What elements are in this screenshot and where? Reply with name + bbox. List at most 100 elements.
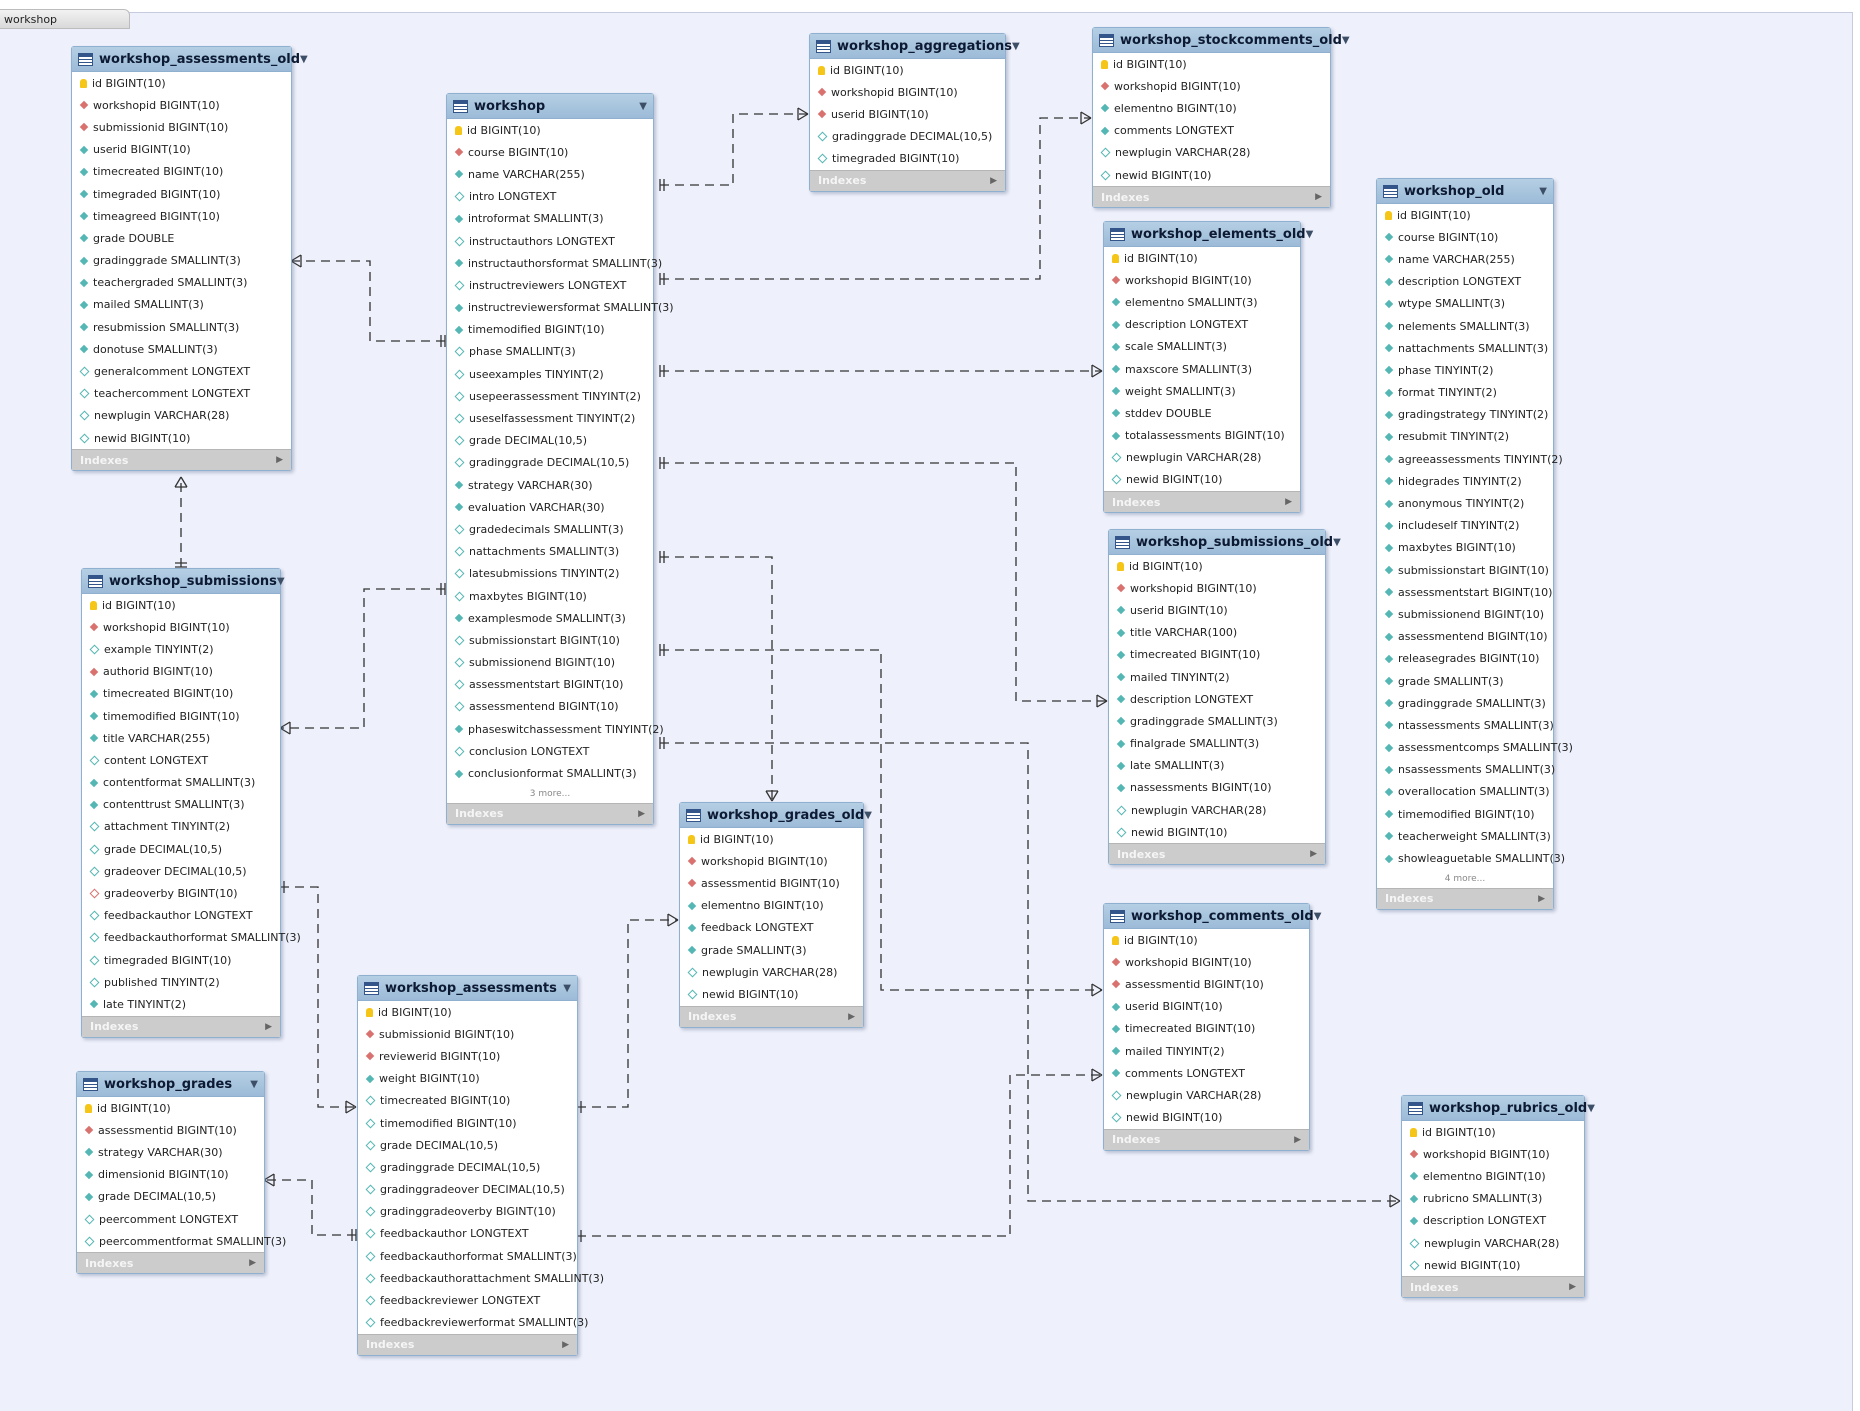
column-row[interactable]: newid BIGINT(10) <box>1104 1107 1309 1129</box>
column-row[interactable]: newplugin VARCHAR(28) <box>1402 1232 1584 1254</box>
table-workshop_assessments_old[interactable]: workshop_assessments_old▼id BIGINT(10)wo… <box>71 46 308 472</box>
column-row[interactable]: timemodified BIGINT(10) <box>82 705 280 727</box>
column-row[interactable]: maxscore SMALLINT(3) <box>1104 358 1300 380</box>
collapse-caret-icon[interactable]: ▼ <box>563 982 571 994</box>
column-row[interactable]: submissionstart BIGINT(10) <box>1377 559 1553 581</box>
column-row[interactable]: nattachments SMALLINT(3) <box>1377 337 1553 359</box>
column-row[interactable]: submissionstart BIGINT(10) <box>447 629 653 651</box>
collapse-caret-icon[interactable]: ▼ <box>250 1078 258 1090</box>
collapse-caret-icon[interactable]: ▼ <box>300 53 308 65</box>
column-row[interactable]: overallocation SMALLINT(3) <box>1377 781 1553 803</box>
table-workshop_comments_old[interactable]: workshop_comments_old▼id BIGINT(10)works… <box>1103 903 1321 1151</box>
column-row[interactable]: assessmentid BIGINT(10) <box>680 872 863 894</box>
column-row[interactable]: conclusion LONGTEXT <box>447 740 653 762</box>
column-row[interactable]: elementno BIGINT(10) <box>680 895 863 917</box>
column-row[interactable]: elementno BIGINT(10) <box>1093 97 1330 119</box>
collapse-caret-icon[interactable]: ▼ <box>639 100 647 112</box>
column-row[interactable]: timemodified BIGINT(10) <box>1377 803 1553 825</box>
table-header[interactable]: workshop_stockcomments_old▼ <box>1093 28 1350 53</box>
column-row[interactable]: generalcomment LONGTEXT <box>72 360 291 382</box>
column-row[interactable]: workshopid BIGINT(10) <box>82 616 280 638</box>
collapse-caret-icon[interactable]: ▼ <box>1539 185 1547 197</box>
more-columns-label[interactable]: 4 more... <box>1444 873 1486 884</box>
collapse-caret-icon[interactable]: ▼ <box>1341 34 1350 46</box>
column-row[interactable]: assessmentend BIGINT(10) <box>1377 626 1553 648</box>
column-row[interactable]: timecreated BIGINT(10) <box>1104 1018 1309 1040</box>
column-row[interactable]: id BIGINT(10) <box>1402 1121 1584 1143</box>
column-row[interactable]: assessmentid BIGINT(10) <box>77 1119 264 1141</box>
collapse-caret-icon[interactable]: ▼ <box>1012 40 1020 52</box>
expand-arrow-icon[interactable]: ▶ <box>1310 849 1317 860</box>
expand-arrow-icon[interactable]: ▶ <box>1294 1134 1301 1145</box>
table-workshop_aggregations[interactable]: workshop_aggregations▼id BIGINT(10)works… <box>809 33 1020 192</box>
column-row[interactable]: gradedecimals SMALLINT(3) <box>447 518 653 540</box>
column-row[interactable]: feedbackreviewer LONGTEXT <box>358 1289 577 1311</box>
collapse-caret-icon[interactable]: ▼ <box>276 575 285 587</box>
indexes-section[interactable]: Indexes▶ <box>72 449 291 471</box>
column-row[interactable]: instructreviewersformat SMALLINT(3) <box>447 297 674 319</box>
table-header[interactable]: workshop_elements_old▼ <box>1104 222 1313 247</box>
column-row[interactable]: teachergraded SMALLINT(3) <box>72 272 291 294</box>
column-row[interactable]: timegraded BIGINT(10) <box>82 949 280 971</box>
column-row[interactable]: workshopid BIGINT(10) <box>72 94 291 116</box>
column-row[interactable]: useexamples TINYINT(2) <box>447 363 653 385</box>
column-row[interactable]: gradingstrategy TINYINT(2) <box>1377 404 1553 426</box>
column-row[interactable]: published TINYINT(2) <box>82 971 280 993</box>
column-row[interactable]: newid BIGINT(10) <box>1093 164 1330 186</box>
column-row[interactable]: course BIGINT(10) <box>1377 226 1553 248</box>
column-row[interactable]: assessmentcomps SMALLINT(3) <box>1377 737 1573 759</box>
column-row[interactable]: submissionend BIGINT(10) <box>447 652 653 674</box>
column-row[interactable]: peercomment LONGTEXT <box>77 1208 264 1230</box>
column-row[interactable]: timegraded BIGINT(10) <box>72 183 291 205</box>
collapse-caret-icon[interactable]: ▼ <box>864 809 872 821</box>
column-row[interactable]: timemodified BIGINT(10) <box>447 319 653 341</box>
collapse-caret-icon[interactable]: ▼ <box>1305 228 1314 240</box>
column-row[interactable]: feedbackauthorattachment SMALLINT(3) <box>358 1267 604 1289</box>
column-row[interactable]: showleaguetable SMALLINT(3) <box>1377 847 1565 869</box>
expand-arrow-icon[interactable]: ▶ <box>990 175 997 186</box>
column-row[interactable]: strategy VARCHAR(30) <box>447 474 653 496</box>
table-header[interactable]: workshop_rubrics_old▼ <box>1402 1096 1595 1121</box>
expand-arrow-icon[interactable]: ▶ <box>276 455 283 466</box>
column-row[interactable]: workshopid BIGINT(10) <box>1402 1143 1584 1165</box>
more-columns-label[interactable]: 3 more... <box>529 788 571 799</box>
column-row[interactable]: scale SMALLINT(3) <box>1104 336 1300 358</box>
column-row[interactable]: userid BIGINT(10) <box>810 103 1005 125</box>
column-row[interactable]: instructauthors LONGTEXT <box>447 230 653 252</box>
column-row[interactable]: weight BIGINT(10) <box>358 1068 577 1090</box>
expand-arrow-icon[interactable]: ▶ <box>562 1339 569 1350</box>
column-row[interactable]: title VARCHAR(255) <box>82 727 280 749</box>
column-row[interactable]: description LONGTEXT <box>1109 688 1325 710</box>
column-row[interactable]: gradinggradeover DECIMAL(10,5) <box>358 1179 577 1201</box>
column-row[interactable]: course BIGINT(10) <box>447 141 653 163</box>
column-row[interactable]: newid BIGINT(10) <box>1402 1254 1584 1276</box>
column-row[interactable]: workshopid BIGINT(10) <box>1104 951 1309 973</box>
table-workshop_submissions[interactable]: workshop_submissions▼id BIGINT(10)worksh… <box>81 568 301 1038</box>
indexes-section[interactable]: Indexes▶ <box>1109 843 1325 865</box>
column-row[interactable]: submissionend BIGINT(10) <box>1377 603 1553 625</box>
column-row[interactable]: nsassessments SMALLINT(3) <box>1377 759 1555 781</box>
table-workshop_assessments[interactable]: workshop_assessments▼id BIGINT(10)submis… <box>357 975 604 1356</box>
column-row[interactable]: timeagreed BIGINT(10) <box>72 205 291 227</box>
indexes-section[interactable]: Indexes▶ <box>810 169 1005 191</box>
column-row[interactable]: rubricno SMALLINT(3) <box>1402 1188 1584 1210</box>
column-row[interactable]: useselfassessment TINYINT(2) <box>447 407 653 429</box>
table-header[interactable]: workshop_grades▼ <box>77 1072 264 1097</box>
indexes-section[interactable]: Indexes▶ <box>1402 1276 1584 1298</box>
column-row[interactable]: nelements SMALLINT(3) <box>1377 315 1553 337</box>
column-row[interactable]: assessmentend BIGINT(10) <box>447 696 653 718</box>
column-row[interactable]: gradinggrade SMALLINT(3) <box>72 250 291 272</box>
column-row[interactable]: late TINYINT(2) <box>82 993 280 1015</box>
column-row[interactable]: timecreated BIGINT(10) <box>72 161 291 183</box>
column-row[interactable]: feedback LONGTEXT <box>680 917 863 939</box>
table-workshop_grades_old[interactable]: workshop_grades_old▼id BIGINT(10)worksho… <box>679 802 872 1028</box>
column-row[interactable]: contenttrust SMALLINT(3) <box>82 794 280 816</box>
column-row[interactable]: maxbytes BIGINT(10) <box>447 585 653 607</box>
column-row[interactable]: newplugin VARCHAR(28) <box>680 961 863 983</box>
column-row[interactable]: hidegrades TINYINT(2) <box>1377 470 1553 492</box>
column-row[interactable]: id BIGINT(10) <box>1109 555 1325 577</box>
column-row[interactable]: latesubmissions TINYINT(2) <box>447 563 653 585</box>
indexes-section[interactable]: Indexes▶ <box>82 1015 280 1037</box>
column-row[interactable]: late SMALLINT(3) <box>1109 755 1325 777</box>
column-row[interactable]: attachment TINYINT(2) <box>82 816 280 838</box>
